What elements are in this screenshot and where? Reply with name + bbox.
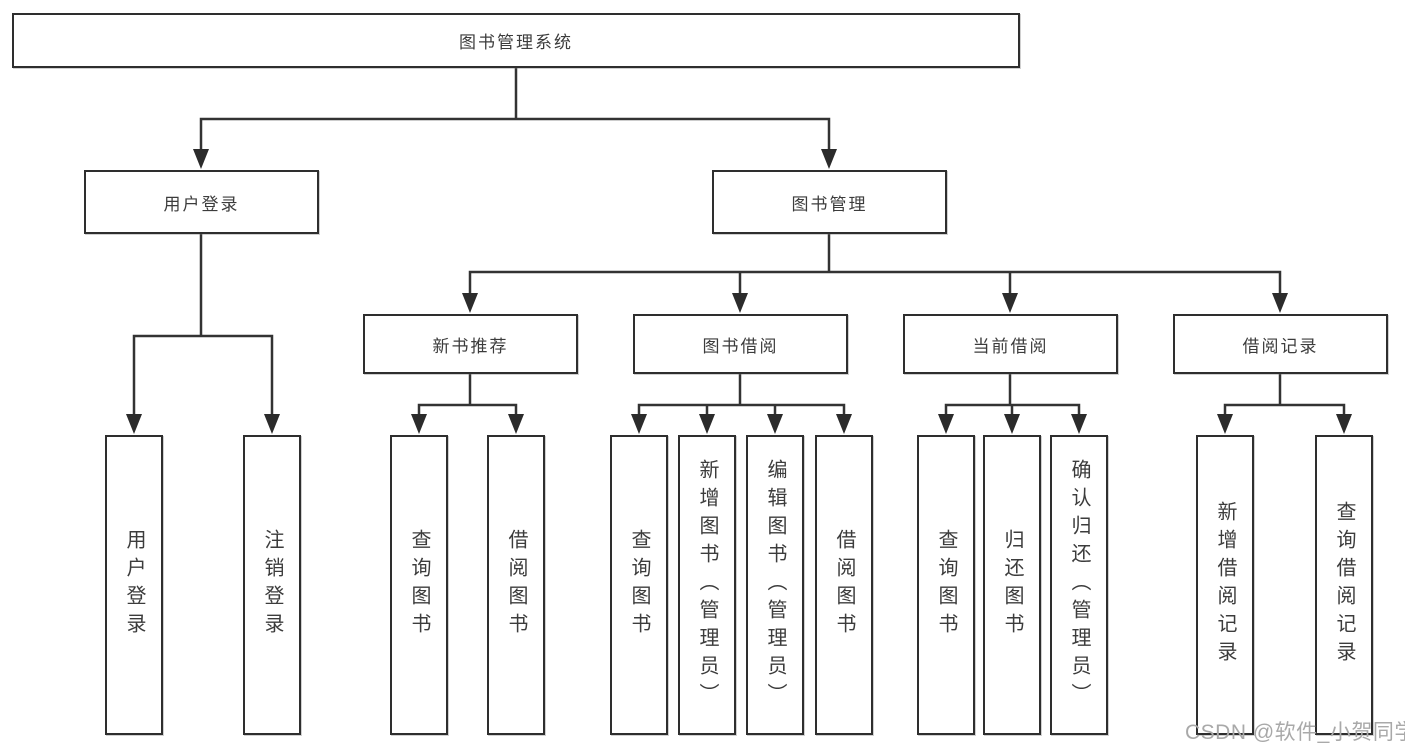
leaf-query-books-current: 查询图书 [917,435,975,735]
node-new-book-recommend: 新书推荐 [363,314,578,374]
leaf-confirm-return-admin: 确认归还（管理员） [1050,435,1108,735]
node-book-borrow: 图书借阅 [633,314,848,374]
leaf-borrow-books: 借阅图书 [815,435,873,735]
leaf-user-login: 用户登录 [105,435,163,735]
leaf-borrow-books-recommend: 借阅图书 [487,435,545,735]
leaf-add-books-admin: 新增图书（管理员） [678,435,736,735]
leaf-query-books-borrow: 查询图书 [610,435,668,735]
node-borrow-records: 借阅记录 [1173,314,1388,374]
leaf-query-borrow-record: 查询借阅记录 [1315,435,1373,735]
leaf-add-borrow-record: 新增借阅记录 [1196,435,1254,735]
node-book-management: 图书管理 [712,170,947,234]
leaf-edit-books-admin: 编辑图书（管理员） [746,435,804,735]
leaf-query-books-recommend: 查询图书 [390,435,448,735]
leaf-logout: 注销登录 [243,435,301,735]
csdn-watermark: CSDN @软件_小贺同学 [1185,721,1405,744]
node-library-management-system: 图书管理系统 [12,13,1020,68]
node-current-borrow: 当前借阅 [903,314,1118,374]
leaf-return-books: 归还图书 [983,435,1041,735]
node-user-login: 用户登录 [84,170,319,234]
